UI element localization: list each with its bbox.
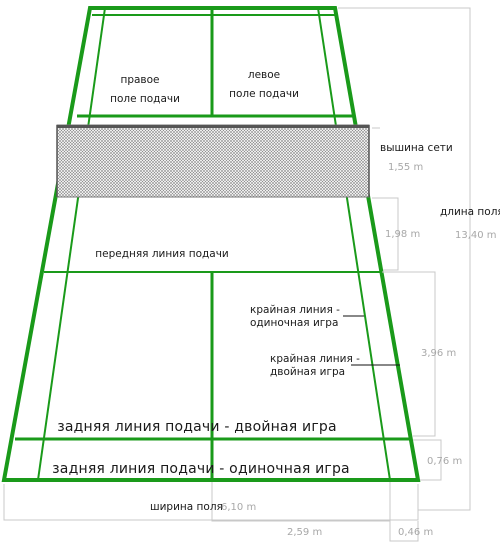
dim-court-length-value: 13,40 m	[455, 230, 497, 241]
court-outer-boundary	[1, 6, 421, 482]
label-side-line-singles-1: крайная линия -	[250, 304, 340, 316]
dim-net-height-value: 1,55 m	[388, 162, 423, 173]
dim-singles-to-doubles-bracket	[389, 521, 419, 542]
dim-front-to-back-value: 3,96 m	[421, 348, 456, 359]
label-court-width: ширина поля	[150, 501, 223, 513]
label-back-line-singles: задняя линия подачи - одиночная игра	[52, 461, 350, 477]
singles-sideline-right	[317, 7, 391, 481]
dim-court-width-value: 6,10 m	[221, 502, 256, 513]
label-court-length: длина поля	[440, 206, 500, 218]
dim-back-lines-value: 0,76 m	[427, 456, 462, 467]
label-back-line-doubles: задняя линия подачи - двойная игра	[57, 419, 337, 435]
dim-singles-to-doubles-value: 0,46 m	[398, 527, 433, 538]
label-net-height: вышина сети	[380, 142, 453, 154]
dim-net-to-front-value: 1,98 m	[385, 229, 420, 240]
dim-front-to-back-bracket	[382, 271, 436, 437]
net	[56, 124, 370, 198]
label-side-line-doubles-1: крайная линия -	[270, 353, 360, 365]
label-side-line-doubles-2: двойная игра	[270, 366, 345, 378]
label-side-line-singles-2: одиночная игра	[250, 317, 338, 329]
label-front-service-line: передняя линия подачи	[95, 248, 228, 260]
label-right-service-court-1: правое	[120, 74, 159, 86]
label-left-service-court-1: левое	[248, 69, 280, 81]
dim-court-width-bracket	[3, 484, 419, 521]
dim-center-to-singles-bracket	[211, 482, 391, 522]
dim-court-length-bracket	[338, 7, 471, 511]
label-right-service-court-2: поле подачи	[110, 93, 180, 105]
dim-center-to-singles-value: 2,59 m	[287, 527, 322, 538]
net-band	[57, 125, 369, 128]
singles-sideline-left	[37, 7, 106, 481]
dim-net-to-front-bracket	[372, 197, 399, 271]
label-left-service-court-2: поле подачи	[229, 88, 299, 100]
dim-back-lines-bracket	[413, 439, 442, 481]
